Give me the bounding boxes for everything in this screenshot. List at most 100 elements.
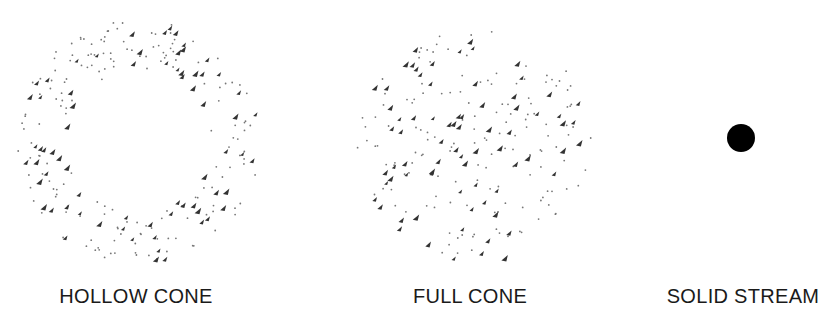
spray-droplet bbox=[482, 200, 487, 205]
spray-droplet bbox=[65, 107, 67, 109]
spray-droplet bbox=[362, 117, 364, 119]
spray-droplet bbox=[41, 147, 46, 152]
spray-droplet bbox=[38, 123, 40, 125]
spray-droplet bbox=[51, 80, 53, 82]
spray-droplet bbox=[121, 226, 125, 230]
spray-droplet bbox=[140, 233, 142, 235]
spray-droplet bbox=[519, 76, 524, 81]
spray-droplet bbox=[64, 165, 70, 171]
spray-droplet bbox=[459, 114, 464, 119]
spray-droplet bbox=[65, 211, 67, 213]
spray-droplet bbox=[61, 100, 63, 102]
spray-droplet bbox=[521, 231, 523, 233]
spray-droplet bbox=[477, 179, 479, 181]
spray-droplet bbox=[87, 54, 89, 56]
spray-droplet bbox=[124, 215, 128, 219]
spray-droplet bbox=[524, 155, 531, 162]
spray-droplet bbox=[524, 78, 526, 80]
spray-droplet bbox=[387, 176, 393, 182]
spray-droplet bbox=[239, 84, 241, 86]
spray-droplet bbox=[193, 245, 195, 247]
spray-droplet bbox=[75, 59, 79, 63]
spray-droplet bbox=[215, 166, 217, 168]
spray-droplet bbox=[435, 159, 440, 164]
spray-droplet bbox=[538, 218, 540, 220]
spray-droplet bbox=[403, 61, 409, 67]
spray-droplet bbox=[131, 49, 133, 51]
spray-droplet bbox=[504, 147, 506, 149]
spray-droplet bbox=[372, 197, 377, 202]
spray-droplet bbox=[496, 111, 498, 113]
spray-droplet bbox=[585, 169, 587, 171]
spray-droplet bbox=[418, 57, 420, 59]
spray-droplet bbox=[404, 173, 408, 177]
spray-droplet bbox=[559, 80, 561, 82]
spray-droplet bbox=[511, 93, 517, 99]
spray-droplet bbox=[131, 61, 137, 67]
spray-droplet bbox=[426, 49, 428, 51]
spray-droplet bbox=[250, 158, 255, 163]
spray-droplet bbox=[17, 150, 19, 152]
spray-droplet bbox=[36, 179, 43, 186]
spray-droplet bbox=[56, 155, 62, 161]
spray-droplet bbox=[453, 143, 455, 145]
spray-droplet bbox=[217, 72, 222, 77]
spray-droplet bbox=[382, 78, 384, 80]
spray-droplet bbox=[249, 125, 251, 127]
spray-droplet bbox=[468, 102, 470, 104]
spray-droplet bbox=[441, 93, 443, 95]
spray-droplet bbox=[513, 105, 519, 111]
spray-droplet bbox=[510, 113, 512, 115]
spray-droplet bbox=[218, 100, 220, 102]
spray-droplet bbox=[491, 83, 493, 85]
spray-droplet bbox=[31, 142, 33, 144]
spray-droplet bbox=[153, 256, 159, 262]
spray-droplet bbox=[34, 80, 39, 85]
spray-droplet bbox=[526, 126, 528, 128]
spray-droplet bbox=[462, 161, 468, 167]
spray-droplet bbox=[453, 147, 459, 153]
spray-droplet bbox=[533, 113, 535, 115]
spray-droplet bbox=[38, 146, 43, 151]
spray-droplet bbox=[113, 66, 115, 68]
spray-droplet bbox=[222, 176, 224, 178]
spray-droplet bbox=[385, 164, 387, 166]
spray-droplet bbox=[489, 188, 491, 190]
spray-droplet bbox=[103, 52, 105, 54]
spray-droplet bbox=[39, 93, 41, 95]
spray-droplet bbox=[512, 149, 514, 151]
spray-droplet bbox=[161, 217, 163, 219]
spray-droplet bbox=[405, 211, 407, 213]
spray-droplet bbox=[164, 61, 168, 65]
spray-droplet bbox=[397, 117, 401, 121]
spray-droplet bbox=[219, 87, 221, 89]
spray-droplet bbox=[126, 221, 128, 223]
spray-droplet bbox=[116, 28, 118, 30]
spray-droplet bbox=[155, 33, 157, 35]
spray-droplet bbox=[491, 153, 493, 155]
spray-droplet bbox=[175, 237, 177, 239]
spray-droplet bbox=[206, 214, 208, 216]
spray-droplet bbox=[114, 240, 116, 242]
spray-droplet bbox=[470, 207, 474, 211]
spray-droplet bbox=[545, 123, 547, 125]
spray-droplet bbox=[130, 237, 134, 241]
spray-droplet bbox=[87, 66, 89, 68]
spray-droplet bbox=[448, 244, 450, 246]
spray-droplet bbox=[555, 85, 557, 87]
spray-droplet bbox=[555, 213, 557, 215]
spray-droplet bbox=[383, 104, 385, 106]
spray-droplet bbox=[505, 121, 507, 123]
spray-droplet bbox=[496, 72, 498, 74]
spray-droplet bbox=[542, 197, 544, 199]
spray-droplet bbox=[175, 200, 180, 205]
spray-droplet bbox=[426, 205, 428, 207]
spray-droplet bbox=[243, 151, 245, 153]
spray-droplet bbox=[104, 257, 106, 259]
spray-droplet bbox=[110, 52, 112, 54]
spray-droplet bbox=[243, 163, 245, 165]
spray-droplet bbox=[429, 61, 431, 63]
spray-droplet bbox=[55, 196, 57, 198]
spray-droplet bbox=[496, 228, 498, 230]
spray-droplet bbox=[211, 187, 213, 189]
